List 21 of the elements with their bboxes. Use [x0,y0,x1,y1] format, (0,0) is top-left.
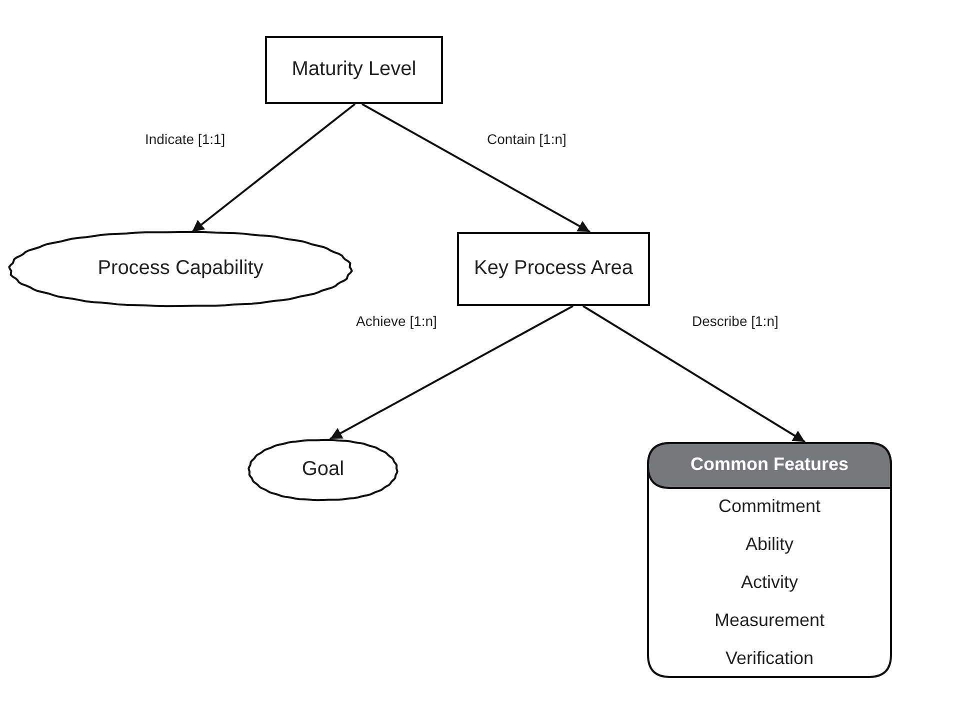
edge-label: Achieve [1:n] [354,313,439,329]
node-label: Maturity Level [290,58,418,81]
arrow [330,305,574,440]
card-title: Common Features [689,454,850,475]
edge-label: Contain [1:n] [485,131,568,147]
node-label: Key Process Area [473,257,634,280]
list-item: Verification [724,648,815,669]
feature-card [647,442,892,678]
edge-label: Indicate [1:1] [143,131,228,147]
arrow [191,103,356,233]
arrow [582,305,806,443]
entity-box [457,232,650,306]
list-item: Activity [740,572,799,593]
list-item: Ability [744,534,794,555]
list-item: Measurement [713,610,826,631]
node-label: Goal [300,458,346,481]
entity-box [265,36,443,104]
arrow [362,103,590,233]
node-label: Process Capability [96,257,264,280]
list-item: Commitment [717,496,822,517]
edge-label: Describe [1:n] [690,313,780,329]
